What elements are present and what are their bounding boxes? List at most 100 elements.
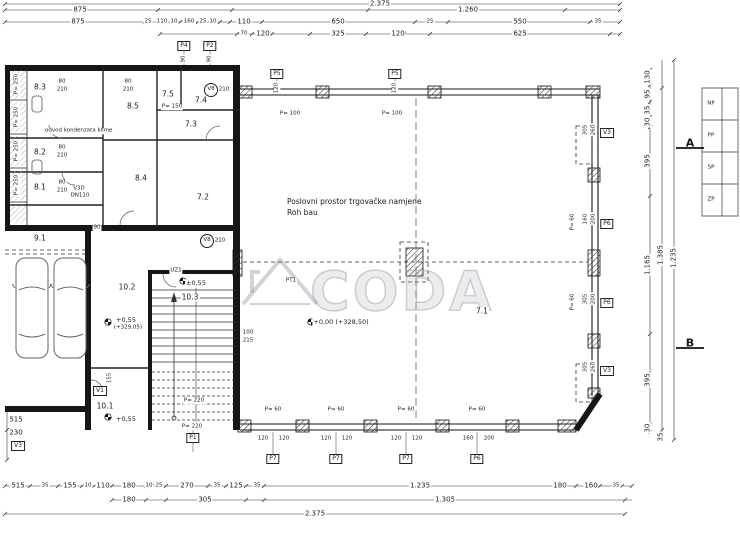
dimension-label: 515 [8, 415, 24, 424]
level-annotation: ±0,55 [185, 278, 207, 287]
dimension-label: 260 [590, 360, 597, 374]
dimension-label: 90 [206, 54, 213, 64]
dimension-label: 25 [198, 18, 208, 25]
dimension-label: 35 [212, 482, 222, 489]
dimension-label: 35 [643, 104, 652, 116]
dimension-label: SP [706, 164, 716, 171]
opening-tag: P2 [203, 41, 217, 51]
room-number: 10.3 [180, 292, 200, 302]
dimension-label: 110 [95, 481, 111, 490]
section-marker: A [685, 136, 695, 150]
watermark-house-icon [241, 256, 319, 306]
dimension-label: 160 [582, 212, 589, 226]
dimension-label: 180 [552, 481, 568, 490]
stair-arrow-head [171, 292, 177, 302]
dimension-label: 180 [121, 495, 137, 504]
annotation-label: odvod kondenzata klime [44, 127, 114, 134]
dimension-label: 1.165 [643, 253, 652, 277]
dimension-label: 155 [62, 481, 78, 490]
dimension-label: P= 60 [396, 406, 416, 413]
dimension-label: 2.375 [368, 0, 392, 8]
opening-tag: V3 [600, 128, 614, 138]
dimension-label: 80 [57, 144, 67, 151]
dimension-label: 305 [582, 360, 589, 374]
dimension-label: 200 [590, 292, 597, 306]
dimension-label: 160 [182, 18, 196, 25]
room-number: 7.3 [184, 119, 198, 129]
dimension-label: 90 [180, 54, 187, 64]
dimension-label: 70 [239, 30, 249, 37]
opening-tag: P7 [399, 454, 413, 464]
opening-tag: V3 [600, 366, 614, 376]
dimension-label: 210 [55, 187, 69, 194]
shaft-walls [8, 68, 28, 225]
opening-tag: P6 [600, 219, 614, 229]
partition-walls [10, 65, 240, 369]
dimension-label: 625 [512, 29, 528, 38]
dimension-label: 125 [228, 481, 244, 490]
dimension-label: 120 [410, 435, 424, 442]
dimension-label: 200 [590, 212, 597, 226]
dimension-label: 210 [217, 86, 231, 93]
dimension-label: 95 [643, 88, 652, 100]
car-icon [49, 257, 91, 359]
dimension-label: 260 [590, 123, 597, 137]
dimension-label: 550 [512, 17, 528, 26]
dimension-label: 25 [143, 18, 153, 25]
dimension-label: DN110 [69, 192, 91, 199]
section-mark-lines [676, 147, 704, 349]
room-number: 8.3 [33, 82, 47, 92]
room-number: 10.1 [95, 401, 115, 411]
dimension-label: 210 [55, 86, 69, 93]
dimension-label: (+329,05) [112, 324, 144, 331]
dimension-label: 120 [277, 435, 291, 442]
dimension-label: P= 60 [569, 212, 576, 232]
dimension-label: P= 220 [180, 423, 204, 430]
dimension-label: 80 [57, 179, 67, 186]
dimension-label: P= 250 [13, 173, 20, 197]
dimension-label: 395 [643, 153, 652, 169]
dimension-label: P= 150 [160, 103, 184, 110]
dimension-label: 1.235 [669, 246, 678, 270]
dimension-label: 35 [252, 482, 262, 489]
dimension-label: 1.385 [656, 243, 665, 267]
dimension-label: 210 [121, 86, 135, 93]
main-room-label-line1: Poslovni prostor trgovačke namjene [287, 197, 422, 206]
room-number: 8.4 [134, 173, 148, 183]
dimension-label: P= 250 [13, 105, 20, 129]
dimension-label: 515 [10, 481, 26, 490]
dimension-label: 230 [8, 428, 24, 437]
dimension-label: P= 250 [13, 72, 20, 96]
dimension-label: 325 [330, 29, 346, 38]
sanitary-fixtures [31, 95, 43, 175]
room-number: 7.1 [475, 306, 489, 316]
dimension-label: 305 [582, 123, 589, 137]
opening-tag: P5 [270, 69, 284, 79]
opening-tag: P1 [186, 433, 200, 443]
vent-symbol: V8 [204, 83, 218, 97]
dimension-label: 10 [83, 482, 93, 489]
level-annotation: +0,00 (+328,50) [312, 317, 370, 326]
dimension-label: 80 [57, 78, 67, 85]
dimension-label: ZP [706, 196, 716, 203]
dimension-label: 120 [319, 435, 333, 442]
dimension-label: 120 [255, 29, 271, 38]
dimension-label: 35 [593, 18, 603, 25]
room-number: 7.2 [196, 192, 210, 202]
dimension-label: 30 [643, 116, 652, 128]
dimension-label: 90 [92, 224, 102, 231]
section-marker: B [685, 336, 695, 350]
opening-tag: P7 [266, 454, 280, 464]
dimension-label: 120 [391, 81, 398, 95]
dimension-label: 110 [236, 17, 252, 26]
room-number: 8.5 [126, 101, 140, 111]
dimension-label: 650 [330, 17, 346, 26]
dimension-label: 305 [582, 292, 589, 306]
glazing-walls [240, 88, 600, 431]
dimension-label: V3D [72, 185, 86, 192]
dimension-label: P= 100 [380, 110, 404, 117]
dimension-label: UZ1 [169, 267, 183, 274]
dimension-label: 10 [169, 18, 179, 25]
dimension-label: PP [706, 132, 716, 139]
